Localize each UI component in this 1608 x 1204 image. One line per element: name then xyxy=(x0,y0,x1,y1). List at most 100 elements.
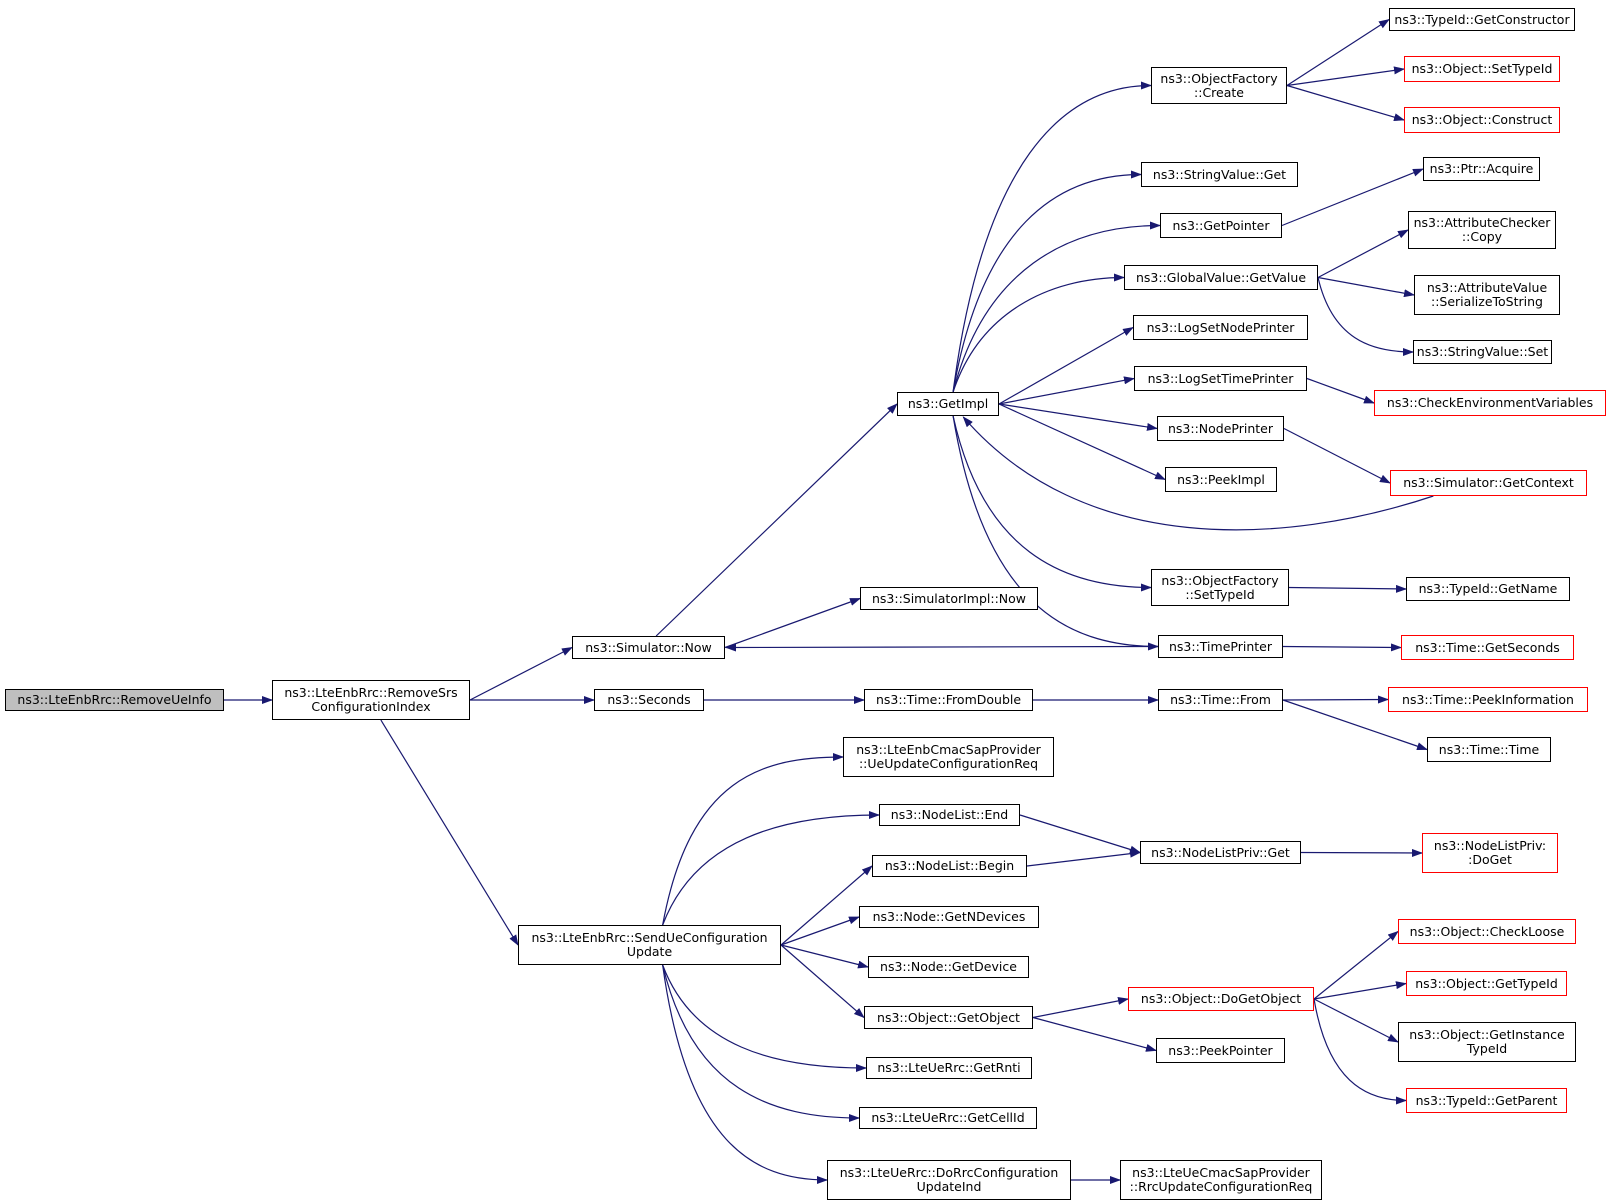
node-label-line: ns3::PeekPointer xyxy=(1168,1042,1273,1058)
node-label-line: ns3::LteUeRrc::GetRnti xyxy=(877,1060,1021,1075)
edge-send-ue-configuration-update-to-lte-ue-rrc-get-cell-id xyxy=(662,964,860,1122)
node-label-line: ns3::Time::From xyxy=(1170,692,1271,707)
node-get-impl[interactable]: ns3::GetImpl xyxy=(897,392,999,416)
edge-node-list-priv-get-to-node-list-priv-do-get xyxy=(1300,848,1423,857)
node-string-value-get[interactable]: ns3::StringValue::Get xyxy=(1141,162,1298,187)
node-remove-ue-info: ns3::LteEnbRrc::RemoveUeInfo xyxy=(5,689,224,711)
node-time-time[interactable]: ns3::Time::Time xyxy=(1427,737,1551,762)
edge-send-ue-configuration-update-to-node-list-begin xyxy=(780,865,873,946)
node-label-line: ns3::LogSetTimePrinter xyxy=(1147,370,1294,386)
node-time-from-double[interactable]: ns3::Time::FromDouble xyxy=(864,689,1033,711)
node-label-line: ::SerializeToString xyxy=(1431,294,1543,309)
edge-object-get-object-to-peek-pointer xyxy=(1032,1016,1157,1052)
node-seconds[interactable]: ns3::Seconds xyxy=(594,689,704,711)
node-node-list-priv-get[interactable]: ns3::NodeListPriv::Get xyxy=(1140,841,1301,864)
node-time-printer[interactable]: ns3::TimePrinter xyxy=(1158,635,1283,658)
edge-get-impl-to-log-set-time-printer xyxy=(998,376,1135,405)
node-label-line: ::Copy xyxy=(1461,229,1503,244)
node-label-line: ns3::Time::FromDouble xyxy=(875,692,1022,707)
node-check-environment-variables[interactable]: ns3::CheckEnvironmentVariables xyxy=(1374,390,1606,416)
node-simulator-get-context[interactable]: ns3::Simulator::GetContext xyxy=(1390,470,1587,496)
node-simulator-impl-now[interactable]: ns3::SimulatorImpl::Now xyxy=(860,587,1038,610)
edge-object-factory-create-to-type-id-get-constructor xyxy=(1286,18,1390,87)
edge-node-list-end-to-node-list-priv-get xyxy=(1019,814,1141,854)
node-label-line: ns3::LogSetNodePrinter xyxy=(1146,319,1295,335)
node-label-line: ns3::NodeListPriv::Get xyxy=(1151,844,1290,860)
node-lte-ue-rrc-get-cell-id[interactable]: ns3::LteUeRrc::GetCellId xyxy=(859,1107,1037,1129)
node-object-construct[interactable]: ns3::Object::Construct xyxy=(1404,107,1560,133)
edge-get-impl-to-object-factory-set-type-id xyxy=(952,415,1152,592)
node-label-line: ns3::TypeId::GetConstructor xyxy=(1394,11,1570,27)
node-object-set-type-id[interactable]: ns3::Object::SetTypeId xyxy=(1404,56,1560,82)
node-object-factory-set-type-id[interactable]: ns3::ObjectFactory::SetTypeId xyxy=(1151,569,1289,606)
node-peek-impl[interactable]: ns3::PeekImpl xyxy=(1165,467,1277,492)
node-label-line: ConfigurationIndex xyxy=(311,699,431,714)
edge-global-value-get-value-to-attribute-checker-copy xyxy=(1317,229,1409,279)
node-type-id-get-name[interactable]: ns3::TypeId::GetName xyxy=(1406,577,1570,601)
edge-object-do-get-object-to-type-id-get-parent xyxy=(1313,998,1407,1105)
node-label-line: ns3::Node::GetNDevices xyxy=(872,909,1026,924)
node-time-from[interactable]: ns3::Time::From xyxy=(1158,689,1283,711)
node-log-set-time-printer[interactable]: ns3::LogSetTimePrinter xyxy=(1134,366,1307,391)
node-label-line: ns3::NodePrinter xyxy=(1167,420,1274,436)
node-label-line: Update xyxy=(626,944,673,959)
node-ptr-acquire[interactable]: ns3::Ptr::Acquire xyxy=(1423,157,1540,181)
node-label-line: ns3::TimePrinter xyxy=(1169,638,1272,654)
node-label-line: ns3::ObjectFactory xyxy=(1160,70,1278,86)
node-node-get-n-devices[interactable]: ns3::Node::GetNDevices xyxy=(859,906,1039,928)
node-node-list-priv-do-get[interactable]: ns3::NodeListPriv::DoGet xyxy=(1422,833,1558,873)
node-time-get-seconds[interactable]: ns3::Time::GetSeconds xyxy=(1401,635,1574,660)
node-type-id-get-constructor[interactable]: ns3::TypeId::GetConstructor xyxy=(1389,8,1575,31)
node-node-printer[interactable]: ns3::NodePrinter xyxy=(1157,416,1284,441)
node-label-line: TypeId xyxy=(1466,1041,1508,1056)
node-type-id-get-parent[interactable]: ns3::TypeId::GetParent xyxy=(1406,1088,1567,1113)
edge-node-list-begin-to-node-list-priv-get xyxy=(1026,849,1141,867)
node-object-do-get-object[interactable]: ns3::Object::DoGetObject xyxy=(1128,987,1314,1011)
edge-time-from-to-time-peek-information xyxy=(1282,695,1389,704)
node-peek-pointer[interactable]: ns3::PeekPointer xyxy=(1156,1038,1285,1063)
node-log-set-node-printer[interactable]: ns3::LogSetNodePrinter xyxy=(1133,315,1308,340)
edge-object-get-object-to-object-do-get-object xyxy=(1032,996,1129,1019)
node-attribute-checker-copy[interactable]: ns3::AttributeChecker::Copy xyxy=(1408,211,1556,249)
node-label-line: ns3::Simulator::GetContext xyxy=(1403,475,1574,490)
edge-object-do-get-object-to-object-check-loose xyxy=(1313,930,1399,1000)
node-label-line: ::RrcUpdateConfigurationReq xyxy=(1129,1179,1313,1194)
node-node-list-end[interactable]: ns3::NodeList::End xyxy=(879,804,1020,826)
node-label-line: ns3::NodeListPriv: xyxy=(1433,838,1547,853)
node-get-pointer[interactable]: ns3::GetPointer xyxy=(1160,213,1282,238)
node-node-list-begin[interactable]: ns3::NodeList::Begin xyxy=(872,855,1027,877)
node-lte-ue-rrc-get-rnti[interactable]: ns3::LteUeRrc::GetRnti xyxy=(866,1057,1032,1079)
node-object-check-loose[interactable]: ns3::Object::CheckLoose xyxy=(1398,919,1576,944)
node-object-factory-create[interactable]: ns3::ObjectFactory::Create xyxy=(1151,67,1287,104)
edge-get-impl-to-string-value-get xyxy=(952,170,1142,393)
node-object-get-type-id[interactable]: ns3::Object::GetTypeId xyxy=(1406,971,1567,996)
node-rrc-update-configuration-req[interactable]: ns3::LteUeCmacSapProvider::RrcUpdateConf… xyxy=(1120,1160,1322,1200)
edge-remove-srs-configuration-index-to-simulator-now xyxy=(469,646,573,701)
node-label-line: ns3::Ptr::Acquire xyxy=(1429,161,1534,176)
edge-time-printer-to-simulator-now xyxy=(725,643,1159,652)
edge-object-factory-create-to-object-construct xyxy=(1286,84,1405,122)
node-label-line: ::SetTypeId xyxy=(1185,586,1255,602)
node-simulator-now[interactable]: ns3::Simulator::Now xyxy=(572,636,725,659)
edge-get-impl-to-peek-impl xyxy=(998,403,1166,481)
node-label-line: ns3::TypeId::GetParent xyxy=(1415,1092,1558,1108)
edge-log-set-time-printer-to-check-environment-variables xyxy=(1306,377,1375,404)
node-label-line: ns3::SimulatorImpl::Now xyxy=(871,590,1027,606)
node-label-line: ns3::Time::PeekInformation xyxy=(1402,691,1574,707)
node-label-line: ns3::StringValue::Get xyxy=(1152,166,1287,182)
node-global-value-get-value[interactable]: ns3::GlobalValue::GetValue xyxy=(1124,265,1318,290)
edge-send-ue-configuration-update-to-node-list-end xyxy=(662,811,880,926)
node-time-peek-information[interactable]: ns3::Time::PeekInformation xyxy=(1388,687,1588,712)
node-label-line: ::UeUpdateConfigurationReq xyxy=(858,756,1039,771)
node-node-get-device[interactable]: ns3::Node::GetDevice xyxy=(868,956,1029,978)
node-ue-update-configuration-req[interactable]: ns3::LteEnbCmacSapProvider::UeUpdateConf… xyxy=(843,737,1054,777)
node-attribute-value-serialize-to-string[interactable]: ns3::AttributeValue::SerializeToString xyxy=(1414,275,1560,315)
edge-time-printer-to-time-get-seconds xyxy=(1282,643,1402,652)
edge-get-impl-to-log-set-node-printer xyxy=(998,326,1134,405)
node-object-get-object[interactable]: ns3::Object::GetObject xyxy=(864,1006,1033,1029)
node-string-value-set[interactable]: ns3::StringValue::Set xyxy=(1413,340,1552,364)
